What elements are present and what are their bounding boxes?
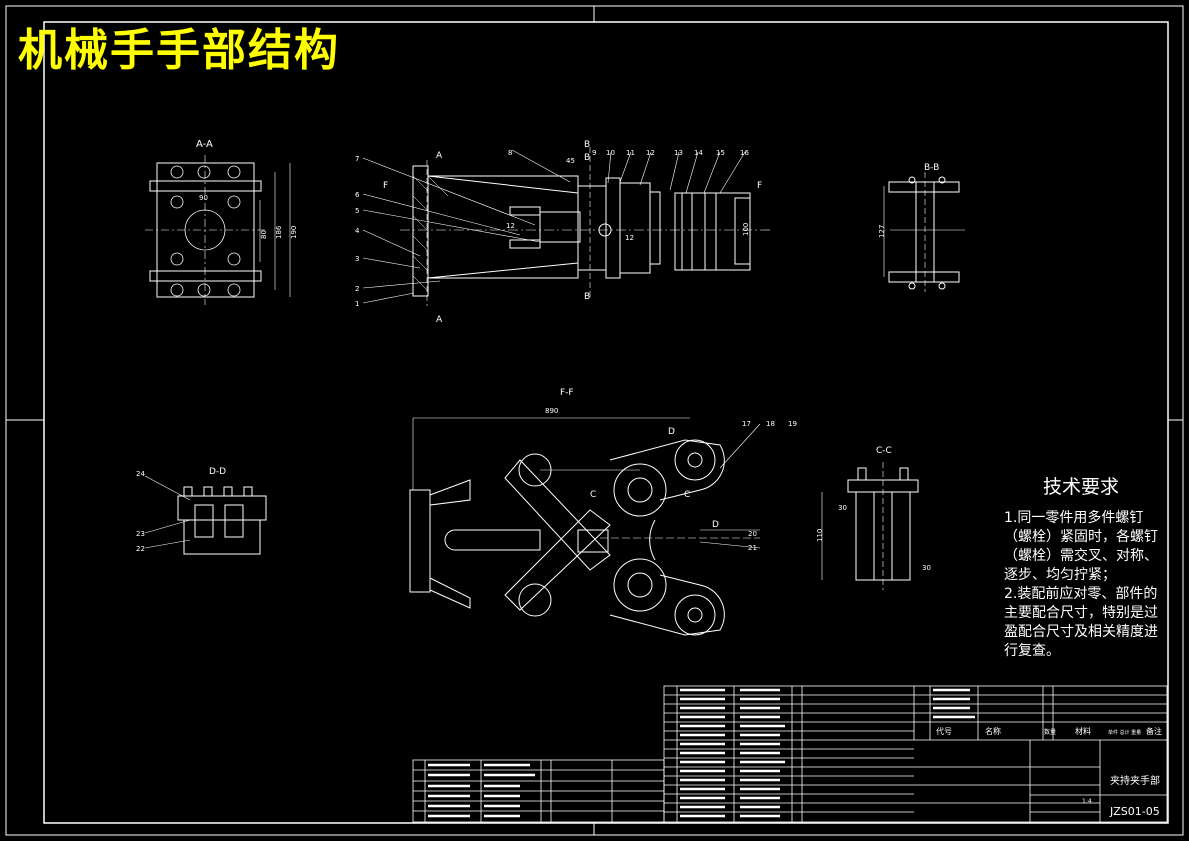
balloon-14: 14 — [694, 149, 703, 157]
dim-aa-80: 80 — [260, 230, 268, 239]
outer-frame — [5, 5, 1184, 836]
cut-b-top: B — [584, 140, 590, 150]
balloon-11: 11 — [626, 149, 635, 157]
dim-45: 45 — [566, 157, 575, 165]
dim-12-b: 12 — [625, 234, 634, 242]
tech-line-5: 2.装配前应对零、部件的 — [1004, 586, 1158, 602]
balloon-2: 2 — [355, 285, 359, 293]
balloon-1: 1 — [355, 300, 359, 308]
balloon-13: 13 — [674, 149, 683, 157]
title-block-grid — [914, 740, 1167, 822]
balloon-5: 5 — [355, 207, 359, 215]
main-hatch — [412, 175, 449, 292]
balloon-20: 20 — [748, 530, 757, 538]
scale: 1:4 — [1082, 798, 1092, 805]
view-bb-label: B-B — [924, 163, 939, 173]
parts-rows-upper — [664, 694, 1167, 813]
tech-requirements-heading: 技术要求 — [1043, 476, 1120, 498]
parts-rows-lower — [413, 760, 664, 822]
drawing-title: 机械手手部结构 — [18, 25, 340, 76]
view-dd: D-D — [144, 467, 267, 555]
drawing-number: JZS01-05 — [1109, 805, 1160, 818]
balloon-24: 24 — [136, 470, 145, 478]
view-ff: F-F 890 C C D D — [409, 388, 761, 636]
cut-a-top: A — [436, 151, 443, 161]
header-material: 材料 — [1075, 726, 1091, 736]
view-aa-label: A-A — [196, 139, 213, 150]
balloon-8: 8 — [508, 149, 512, 157]
tech-line-1: 1.同一零件用多件螺钉 — [1004, 510, 1144, 526]
view-cc: C-C 110 30 30 — [816, 446, 931, 590]
title-block-text: 代号 名称 数量 材料 单件 总计 重量 备注 夹持夹手部 1:4 JZS01-… — [936, 726, 1162, 818]
view-aa: A-A 80 186 190 90 — [145, 139, 298, 305]
view-dd-label: D-D — [209, 467, 226, 477]
tech-line-2: （螺栓）紧固时，各螺钉 — [1004, 529, 1158, 545]
balloon-15: 15 — [716, 149, 725, 157]
dim-30-a: 30 — [838, 504, 847, 512]
view-cc-label: C-C — [876, 446, 892, 456]
tech-line-7: 盈配合尺寸及相关精度进 — [1004, 624, 1158, 640]
balloon-labels: 1 2 3 4 5 6 7 8 9 10 11 12 13 14 15 16 1… — [136, 149, 797, 553]
dim-aa-186: 186 — [275, 225, 283, 239]
tech-line-3: （螺栓）需交叉、对称、 — [1004, 548, 1158, 564]
dim-100: 100 — [742, 223, 750, 236]
balloon-7: 7 — [355, 155, 359, 163]
balloon-9: 9 — [592, 149, 596, 157]
view-bb: B-B 127 — [878, 163, 965, 292]
tech-line-6: 主要配合尺寸，特别是过 — [1004, 605, 1158, 621]
cut-f-right: F — [757, 181, 762, 191]
cut-c-right: C — [684, 490, 690, 500]
tech-line-4: 逐步、均匀拧紧； — [1004, 567, 1116, 583]
cut-d-top: D — [668, 427, 675, 437]
balloon-19: 19 — [788, 420, 797, 428]
dim-12-a: 12 — [506, 222, 515, 230]
dim-aa-90: 90 — [199, 194, 208, 202]
header-remark: 备注 — [1146, 726, 1162, 736]
balloon-10: 10 — [606, 149, 615, 157]
parts-cols — [676, 686, 1054, 822]
dim-127: 127 — [878, 225, 886, 238]
dim-30-b: 30 — [922, 564, 931, 572]
balloon-18: 18 — [766, 420, 775, 428]
dim-110: 110 — [816, 529, 824, 542]
parts-cell-marks — [428, 688, 975, 818]
balloon-23: 23 — [136, 530, 145, 538]
parts-list — [412, 685, 1168, 823]
balloon-4: 4 — [355, 227, 360, 235]
dim-aa-190: 190 — [290, 226, 298, 239]
part-name: 夹持夹手部 — [1110, 774, 1160, 787]
balloon-12: 12 — [646, 149, 655, 157]
header-qty: 数量 — [1044, 728, 1056, 736]
center-marks — [6, 6, 1183, 835]
cut-f-left: F — [383, 181, 388, 191]
view-ff-label: F-F — [560, 388, 574, 398]
balloon-3: 3 — [355, 255, 359, 263]
cut-c-left: C — [590, 490, 596, 500]
header-weight: 单件 总计 重量 — [1108, 729, 1141, 736]
tech-line-8: 行复查。 — [1004, 643, 1060, 659]
balloon-6: 6 — [355, 191, 360, 199]
cut-d-right: D — [712, 520, 719, 530]
dim-890: 890 — [545, 407, 558, 415]
balloon-22: 22 — [136, 545, 145, 553]
cut-b-bottom: B — [584, 292, 590, 302]
main-section-view: A A B B B F F 45 12 12 100 — [362, 140, 770, 325]
balloon-17: 17 — [742, 420, 751, 428]
cut-b-mid: B — [584, 153, 590, 163]
header-name: 名称 — [985, 726, 1001, 736]
balloon-21: 21 — [748, 544, 757, 552]
balloon-16: 16 — [740, 149, 749, 157]
balloon-leaders — [362, 149, 746, 304]
cut-a-bottom: A — [436, 315, 443, 325]
inner-frame — [43, 21, 1169, 824]
header-code: 代号 — [936, 726, 952, 736]
